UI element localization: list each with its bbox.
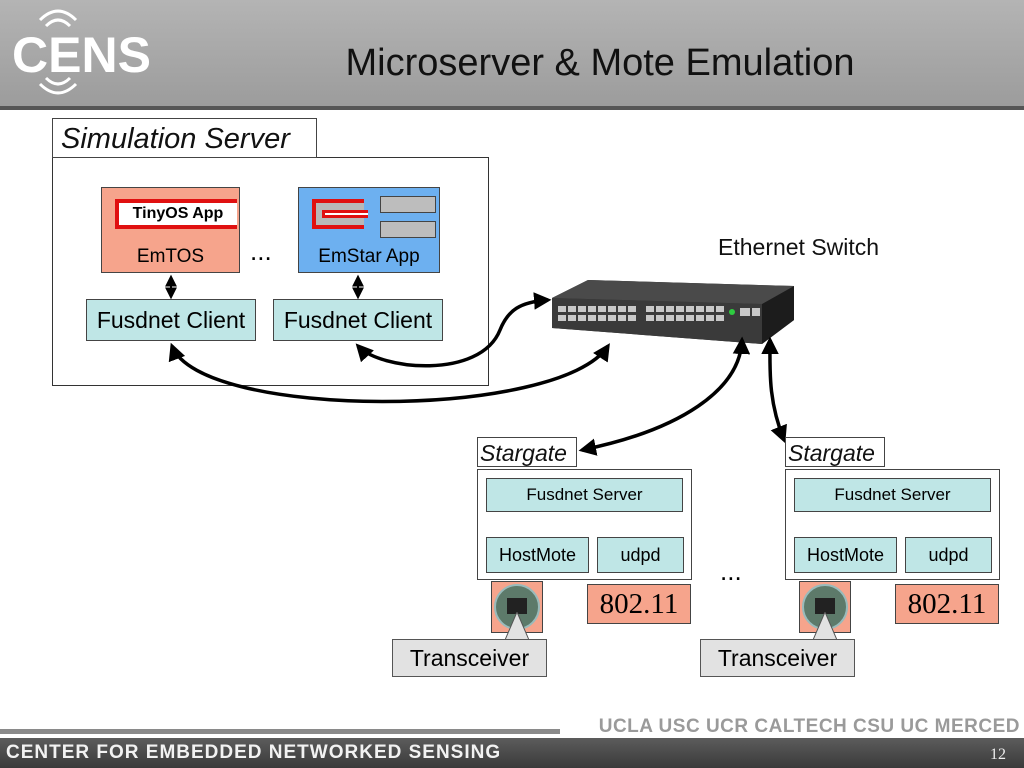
fusdnet-server-box: Fusdnet Server xyxy=(794,478,991,512)
mote-board-icon xyxy=(799,581,851,633)
header-divider xyxy=(0,106,1024,110)
transceiver-label: Transceiver xyxy=(700,639,855,677)
hostmote-box: HostMote xyxy=(794,537,897,573)
tinyos-app-label: TinyOS App xyxy=(115,199,237,229)
stargate-label: Stargate xyxy=(785,437,885,467)
transceiver-label: Transceiver xyxy=(392,639,547,677)
cens-logo: CENS xyxy=(12,9,151,95)
emstar-app-label: EmStar App xyxy=(318,246,420,267)
emstar-module-block xyxy=(380,196,436,213)
callout-pointer xyxy=(505,612,529,640)
logo-text: CENS xyxy=(12,27,151,83)
fusdnet-server-box: Fusdnet Server xyxy=(486,478,683,512)
footer-divider xyxy=(0,729,560,734)
wifi-802-11-box: 802.11 xyxy=(587,584,691,624)
arrow-stargate2-switch xyxy=(761,336,787,444)
page-number: 12 xyxy=(990,746,1006,763)
stargate-label: Stargate xyxy=(477,437,577,467)
udpd-box: udpd xyxy=(597,537,684,573)
footer-universities: UCLA USC UCR CALTECH CSU UC MERCED xyxy=(598,716,1020,737)
simulation-server-label: Simulation Server xyxy=(52,118,317,158)
hostmote-box: HostMote xyxy=(486,537,589,573)
ellipsis: ... xyxy=(250,236,272,266)
wifi-802-11-box: 802.11 xyxy=(895,584,999,624)
callout-pointer xyxy=(813,612,837,640)
udpd-box: udpd xyxy=(905,537,992,573)
ellipsis: ... xyxy=(720,556,742,586)
mote-board-icon xyxy=(491,581,543,633)
ethernet-switch-icon xyxy=(552,280,794,344)
emstar-module-block xyxy=(380,221,436,238)
header-bar xyxy=(0,0,1024,106)
arrow-stargate1-switch xyxy=(578,336,751,456)
footer-org-name: CENTER FOR EMBEDDED NETWORKED SENSING xyxy=(6,742,502,763)
emstar-app-window-icon xyxy=(312,199,368,229)
fusdnet-client-box: Fusdnet Client xyxy=(86,299,256,341)
ethernet-switch-label: Ethernet Switch xyxy=(718,234,880,260)
slide-title: Microserver & Mote Emulation xyxy=(345,42,855,84)
arrow-client2-switch xyxy=(355,292,552,368)
emtos-label: EmTOS xyxy=(136,246,205,267)
footer-bar xyxy=(0,738,1024,768)
arrow-client1-switch xyxy=(168,342,610,404)
